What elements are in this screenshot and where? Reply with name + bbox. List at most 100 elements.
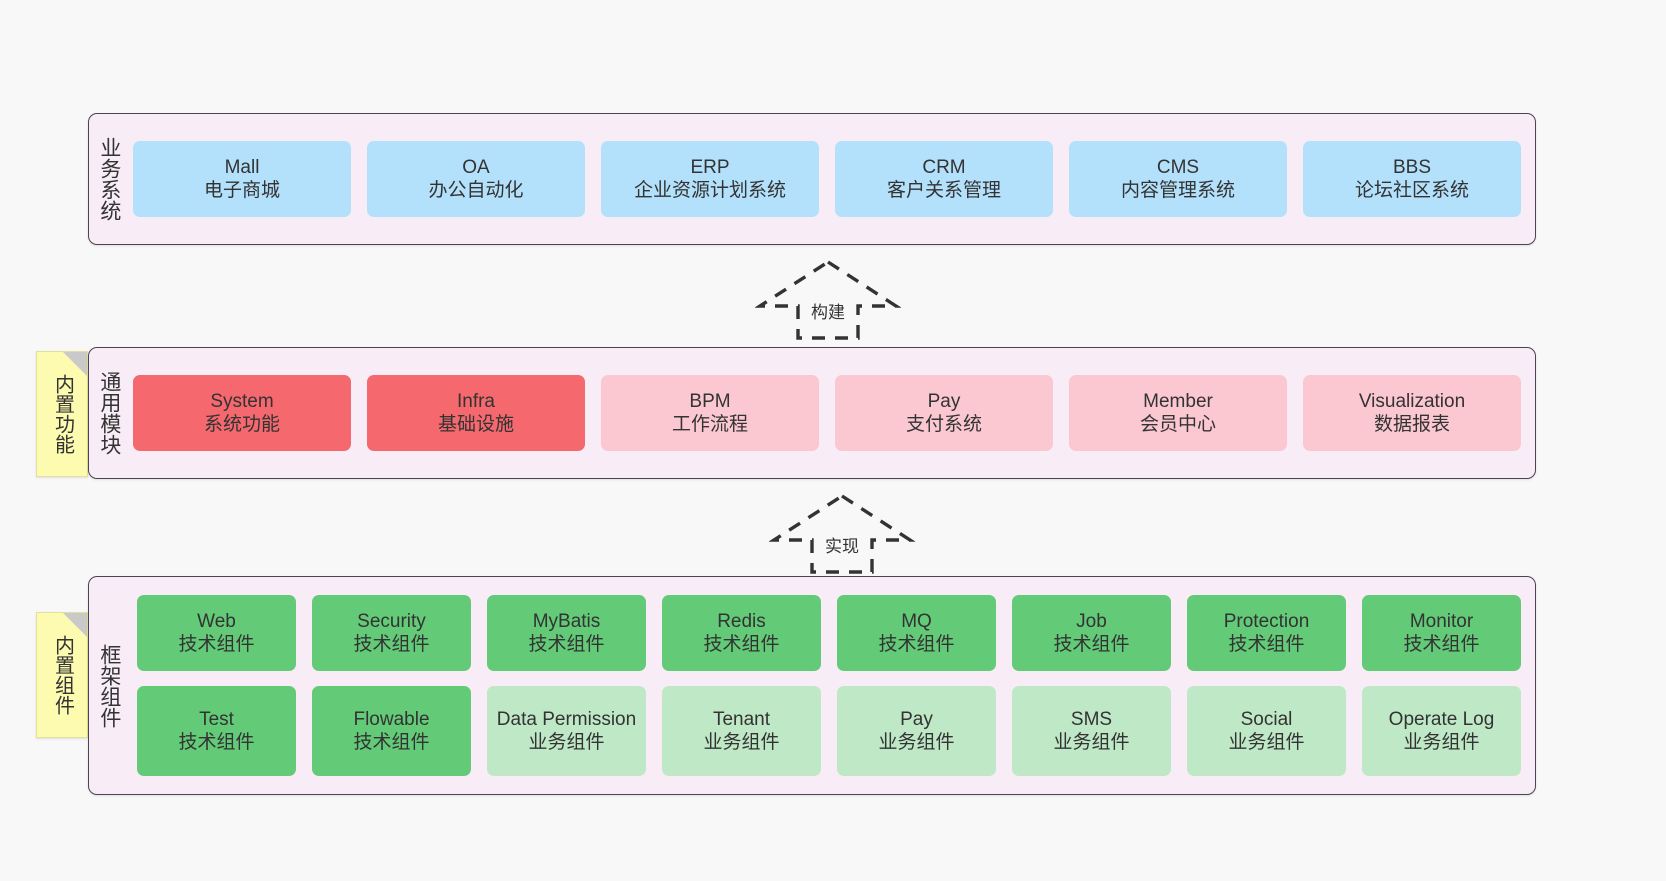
sticky-note-builtin-components[interactable]: 内置组件 xyxy=(36,612,88,738)
card-title-cn: 技术组件 xyxy=(353,634,430,655)
note-fold-icon xyxy=(63,352,87,376)
card-title-en: Protection xyxy=(1223,610,1310,632)
card-security[interactable]: Security 技术组件 xyxy=(312,595,471,671)
layer-common-modules[interactable]: 通用模块 System 系统功能 Infra 基础设施 BPM 工作流程 Pay… xyxy=(88,347,1536,479)
layer-label-common-modules: 通用模块 xyxy=(97,371,121,455)
card-title-cn: 技术组件 xyxy=(878,634,955,655)
card-title-en: Web xyxy=(197,610,236,632)
card-title-en: System xyxy=(210,390,274,412)
card-title-cn: 电子商城 xyxy=(203,180,280,201)
card-title-en: CMS xyxy=(1156,156,1200,178)
card-erp[interactable]: ERP 企业资源计划系统 xyxy=(601,141,819,217)
card-title-en: Test xyxy=(199,708,234,730)
card-social[interactable]: Social 业务组件 xyxy=(1187,686,1346,776)
card-member[interactable]: Member 会员中心 xyxy=(1069,375,1287,451)
connector-implement: 实现 xyxy=(769,492,915,574)
card-title-en: Infra xyxy=(456,390,496,412)
layer-body-framework-components: Web 技术组件 Security 技术组件 MyBatis 技术组件 Redi… xyxy=(129,577,1535,794)
card-title-cn: 技术组件 xyxy=(178,732,255,753)
card-title-cn: 业务组件 xyxy=(528,732,605,753)
card-title-en: Tenant xyxy=(712,708,771,730)
card-title-cn: 客户关系管理 xyxy=(886,180,1001,201)
card-title-en: Visualization xyxy=(1358,390,1466,412)
card-title-en: CRM xyxy=(922,156,966,178)
layer-body-business-systems: Mall 电子商城 OA 办公自动化 ERP 企业资源计划系统 CRM 客户关系… xyxy=(129,114,1535,244)
card-title-en: Member xyxy=(1143,390,1213,412)
card-title-en: Pay xyxy=(927,390,961,412)
card-row: Test 技术组件 Flowable 技术组件 Data Permission … xyxy=(137,686,1521,776)
card-title-en: MyBatis xyxy=(532,610,601,632)
card-row: System 系统功能 Infra 基础设施 BPM 工作流程 Pay 支付系统… xyxy=(133,375,1521,451)
card-title-cn: 企业资源计划系统 xyxy=(633,180,786,201)
card-title-cn: 办公自动化 xyxy=(428,180,524,201)
card-mq[interactable]: MQ 技术组件 xyxy=(837,595,996,671)
card-test[interactable]: Test 技术组件 xyxy=(137,686,296,776)
card-pay-component[interactable]: Pay 业务组件 xyxy=(837,686,996,776)
card-title-en: BBS xyxy=(1392,156,1432,178)
card-oa[interactable]: OA 办公自动化 xyxy=(367,141,585,217)
card-title-cn: 业务组件 xyxy=(1403,732,1480,753)
card-title-en: Job xyxy=(1076,610,1107,632)
card-title-cn: 业务组件 xyxy=(703,732,780,753)
sticky-note-builtin-features[interactable]: 内置功能 xyxy=(36,351,88,477)
card-title-cn: 论坛社区系统 xyxy=(1354,180,1469,201)
layer-label-business-systems: 业务系统 xyxy=(97,137,121,221)
card-title-cn: 业务组件 xyxy=(1053,732,1130,753)
sticky-note-label: 内置功能 xyxy=(51,374,74,454)
card-title-en: Pay xyxy=(900,708,933,730)
connector-label-build: 构建 xyxy=(811,303,845,322)
card-title-cn: 基础设施 xyxy=(437,414,514,435)
connector-label-implement: 实现 xyxy=(825,537,859,556)
card-mall[interactable]: Mall 电子商城 xyxy=(133,141,351,217)
note-fold-icon xyxy=(63,613,87,637)
card-title-cn: 数据报表 xyxy=(1373,414,1450,435)
card-operate-log[interactable]: Operate Log 业务组件 xyxy=(1362,686,1521,776)
card-mybatis[interactable]: MyBatis 技术组件 xyxy=(487,595,646,671)
card-title-cn: 技术组件 xyxy=(703,634,780,655)
card-visualization[interactable]: Visualization 数据报表 xyxy=(1303,375,1521,451)
card-title-cn: 技术组件 xyxy=(353,732,430,753)
card-redis[interactable]: Redis 技术组件 xyxy=(662,595,821,671)
card-title-cn: 业务组件 xyxy=(1228,732,1305,753)
card-row: Web 技术组件 Security 技术组件 MyBatis 技术组件 Redi… xyxy=(137,595,1521,671)
card-flowable[interactable]: Flowable 技术组件 xyxy=(312,686,471,776)
layer-framework-components[interactable]: 框架组件 Web 技术组件 Security 技术组件 MyBatis 技术组件… xyxy=(88,576,1536,795)
card-infra[interactable]: Infra 基础设施 xyxy=(367,375,585,451)
card-title-en: Data Permission xyxy=(496,708,637,730)
card-system[interactable]: System 系统功能 xyxy=(133,375,351,451)
card-title-cn: 内容管理系统 xyxy=(1120,180,1235,201)
card-title-en: MQ xyxy=(901,610,932,632)
card-title-cn: 业务组件 xyxy=(878,732,955,753)
card-title-en: Security xyxy=(357,610,426,632)
card-title-cn: 工作流程 xyxy=(671,414,748,435)
card-bpm[interactable]: BPM 工作流程 xyxy=(601,375,819,451)
card-protection[interactable]: Protection 技术组件 xyxy=(1187,595,1346,671)
card-tenant[interactable]: Tenant 业务组件 xyxy=(662,686,821,776)
card-title-en: Flowable xyxy=(353,708,430,730)
card-data-permission[interactable]: Data Permission 业务组件 xyxy=(487,686,646,776)
card-crm[interactable]: CRM 客户关系管理 xyxy=(835,141,1053,217)
card-title-en: Operate Log xyxy=(1388,708,1495,730)
layer-body-common-modules: System 系统功能 Infra 基础设施 BPM 工作流程 Pay 支付系统… xyxy=(129,348,1535,478)
card-title-en: Monitor xyxy=(1409,610,1474,632)
layer-business-systems[interactable]: 业务系统 Mall 电子商城 OA 办公自动化 ERP 企业资源计划系统 CRM… xyxy=(88,113,1536,245)
card-title-en: Social xyxy=(1240,708,1293,730)
card-title-en: BPM xyxy=(689,390,731,412)
card-web[interactable]: Web 技术组件 xyxy=(137,595,296,671)
card-monitor[interactable]: Monitor 技术组件 xyxy=(1362,595,1521,671)
sticky-note-label: 内置组件 xyxy=(51,635,74,715)
card-bbs[interactable]: BBS 论坛社区系统 xyxy=(1303,141,1521,217)
card-job[interactable]: Job 技术组件 xyxy=(1012,595,1171,671)
card-title-cn: 会员中心 xyxy=(1139,414,1216,435)
card-title-en: SMS xyxy=(1070,708,1113,730)
card-title-cn: 技术组件 xyxy=(1228,634,1305,655)
card-title-cn: 系统功能 xyxy=(203,414,280,435)
card-sms[interactable]: SMS 业务组件 xyxy=(1012,686,1171,776)
layer-label-framework-components: 框架组件 xyxy=(97,643,121,728)
card-pay-module[interactable]: Pay 支付系统 xyxy=(835,375,1053,451)
card-cms[interactable]: CMS 内容管理系统 xyxy=(1069,141,1287,217)
card-title-en: Redis xyxy=(717,610,766,632)
card-title-cn: 技术组件 xyxy=(1403,634,1480,655)
card-title-cn: 技术组件 xyxy=(178,634,255,655)
